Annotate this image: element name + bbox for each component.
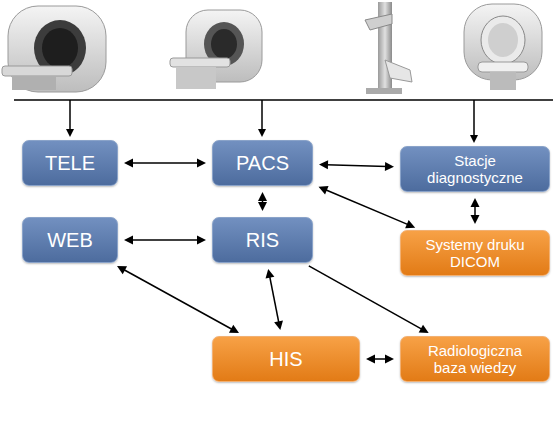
connector-line — [131, 239, 199, 241]
connector-line — [373, 358, 387, 360]
connector-arrow — [471, 198, 480, 224]
box-label: Radiologiczna baza wiedzy — [401, 342, 549, 377]
arrow-head — [266, 269, 275, 279]
box-label: PACS — [226, 152, 299, 175]
connector-arrow — [266, 269, 283, 330]
box-label: TELE — [35, 152, 105, 175]
system-box: HIS — [212, 336, 360, 382]
mri-scanner — [2, 6, 106, 92]
arrow-head — [258, 192, 267, 201]
arrow-head — [117, 266, 127, 274]
arrow-head — [124, 159, 133, 168]
system-box: PACS — [212, 140, 313, 186]
ct-scanner — [464, 4, 542, 90]
arrow-head — [405, 220, 415, 228]
arrow-head — [319, 186, 329, 194]
connector-arrow — [319, 160, 394, 171]
connector-line — [123, 269, 233, 329]
pet-ct-scanner — [170, 10, 262, 89]
connector-arrow — [366, 355, 394, 364]
connector-line — [325, 189, 409, 224]
arrow-head — [471, 198, 480, 207]
box-label: Systemy druku DICOM — [401, 236, 549, 271]
arrow-head — [258, 202, 267, 211]
arrow-head — [124, 236, 133, 245]
system-box: RIS — [212, 217, 313, 263]
arrow-head — [419, 325, 429, 333]
connector-arrow — [117, 266, 239, 333]
connector-line — [326, 165, 387, 167]
equipment-bus — [14, 100, 553, 143]
connector-line — [270, 276, 279, 323]
system-box: WEB — [22, 217, 118, 263]
arrow-head — [385, 355, 394, 364]
arrow-head — [471, 215, 480, 224]
arrow-head — [197, 159, 206, 168]
arrow-head — [197, 236, 206, 245]
connector-line — [131, 162, 199, 164]
box-label: Stacje diagnostyczne — [401, 152, 549, 187]
arrow-head — [385, 162, 394, 171]
connector-arrow — [319, 186, 416, 228]
arrow-head — [319, 160, 328, 169]
box-label: HIS — [259, 348, 312, 371]
arrow-head — [229, 325, 239, 333]
arrow-head — [366, 355, 375, 364]
connector-arrow — [124, 236, 206, 245]
system-box: TELE — [22, 140, 118, 186]
arrow-head — [274, 320, 283, 330]
connector-arrow — [258, 192, 267, 211]
system-box: Radiologiczna baza wiedzy — [400, 336, 550, 382]
system-box: Systemy druku DICOM — [400, 230, 550, 276]
connector-arrow — [309, 266, 429, 333]
box-label: WEB — [37, 229, 103, 252]
system-box: Stacje diagnostyczne — [400, 146, 550, 192]
box-label: RIS — [236, 229, 289, 252]
x-ray-unit — [365, 2, 412, 94]
connector-arrow — [124, 159, 206, 168]
